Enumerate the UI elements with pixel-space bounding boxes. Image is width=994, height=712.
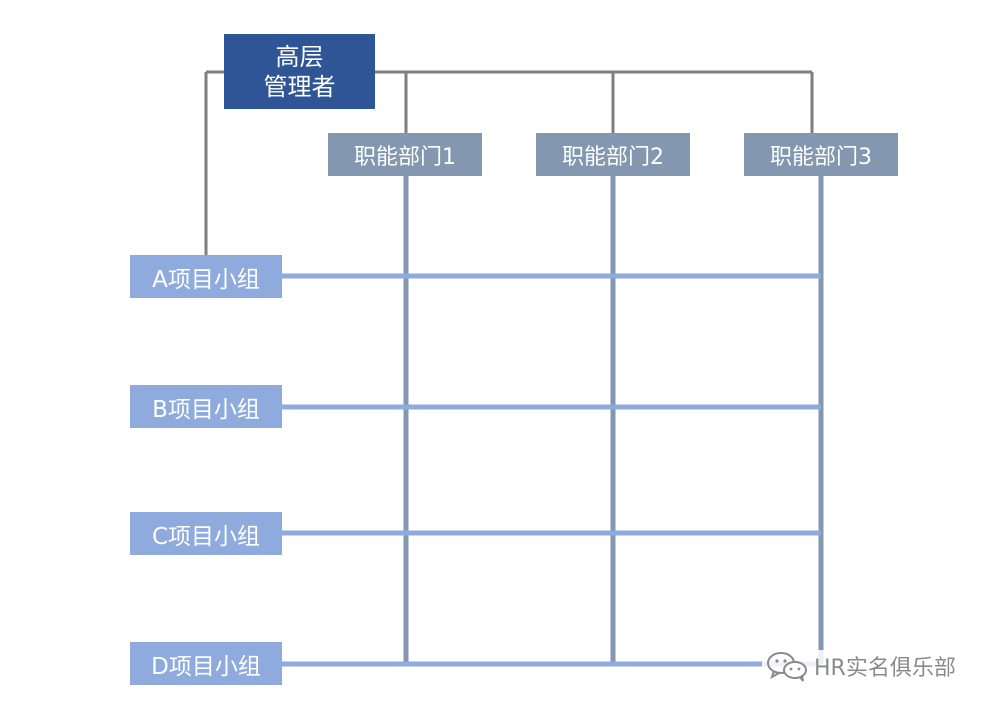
dept-box-3: 职能部门3 <box>744 133 898 176</box>
dept-box-1: 职能部门1 <box>328 133 482 176</box>
watermark-text: HR实名俱乐部 <box>814 656 956 681</box>
project-c-label: C项目小组 <box>151 523 261 550</box>
project-box-c: C项目小组 <box>130 512 282 555</box>
top-manager-line1: 高层 <box>275 42 324 71</box>
dept-1-label: 职能部门1 <box>354 144 456 170</box>
dept-3-label: 职能部门3 <box>770 144 872 170</box>
watermark: HR实名俱乐部 <box>762 650 960 682</box>
dept-2-label: 职能部门2 <box>562 144 664 170</box>
dept-box-2: 职能部门2 <box>536 133 690 176</box>
project-box-a: A项目小组 <box>130 255 282 298</box>
project-box-d: D项目小组 <box>130 642 282 685</box>
project-box-b: B项目小组 <box>130 385 282 428</box>
project-d-label: D项目小组 <box>151 653 261 680</box>
top-manager-box: 高层 管理者 <box>224 34 375 109</box>
project-b-label: B项目小组 <box>152 396 260 423</box>
project-a-label: A项目小组 <box>152 266 260 293</box>
top-manager-line2: 管理者 <box>263 72 336 101</box>
wechat-icon <box>767 652 807 682</box>
